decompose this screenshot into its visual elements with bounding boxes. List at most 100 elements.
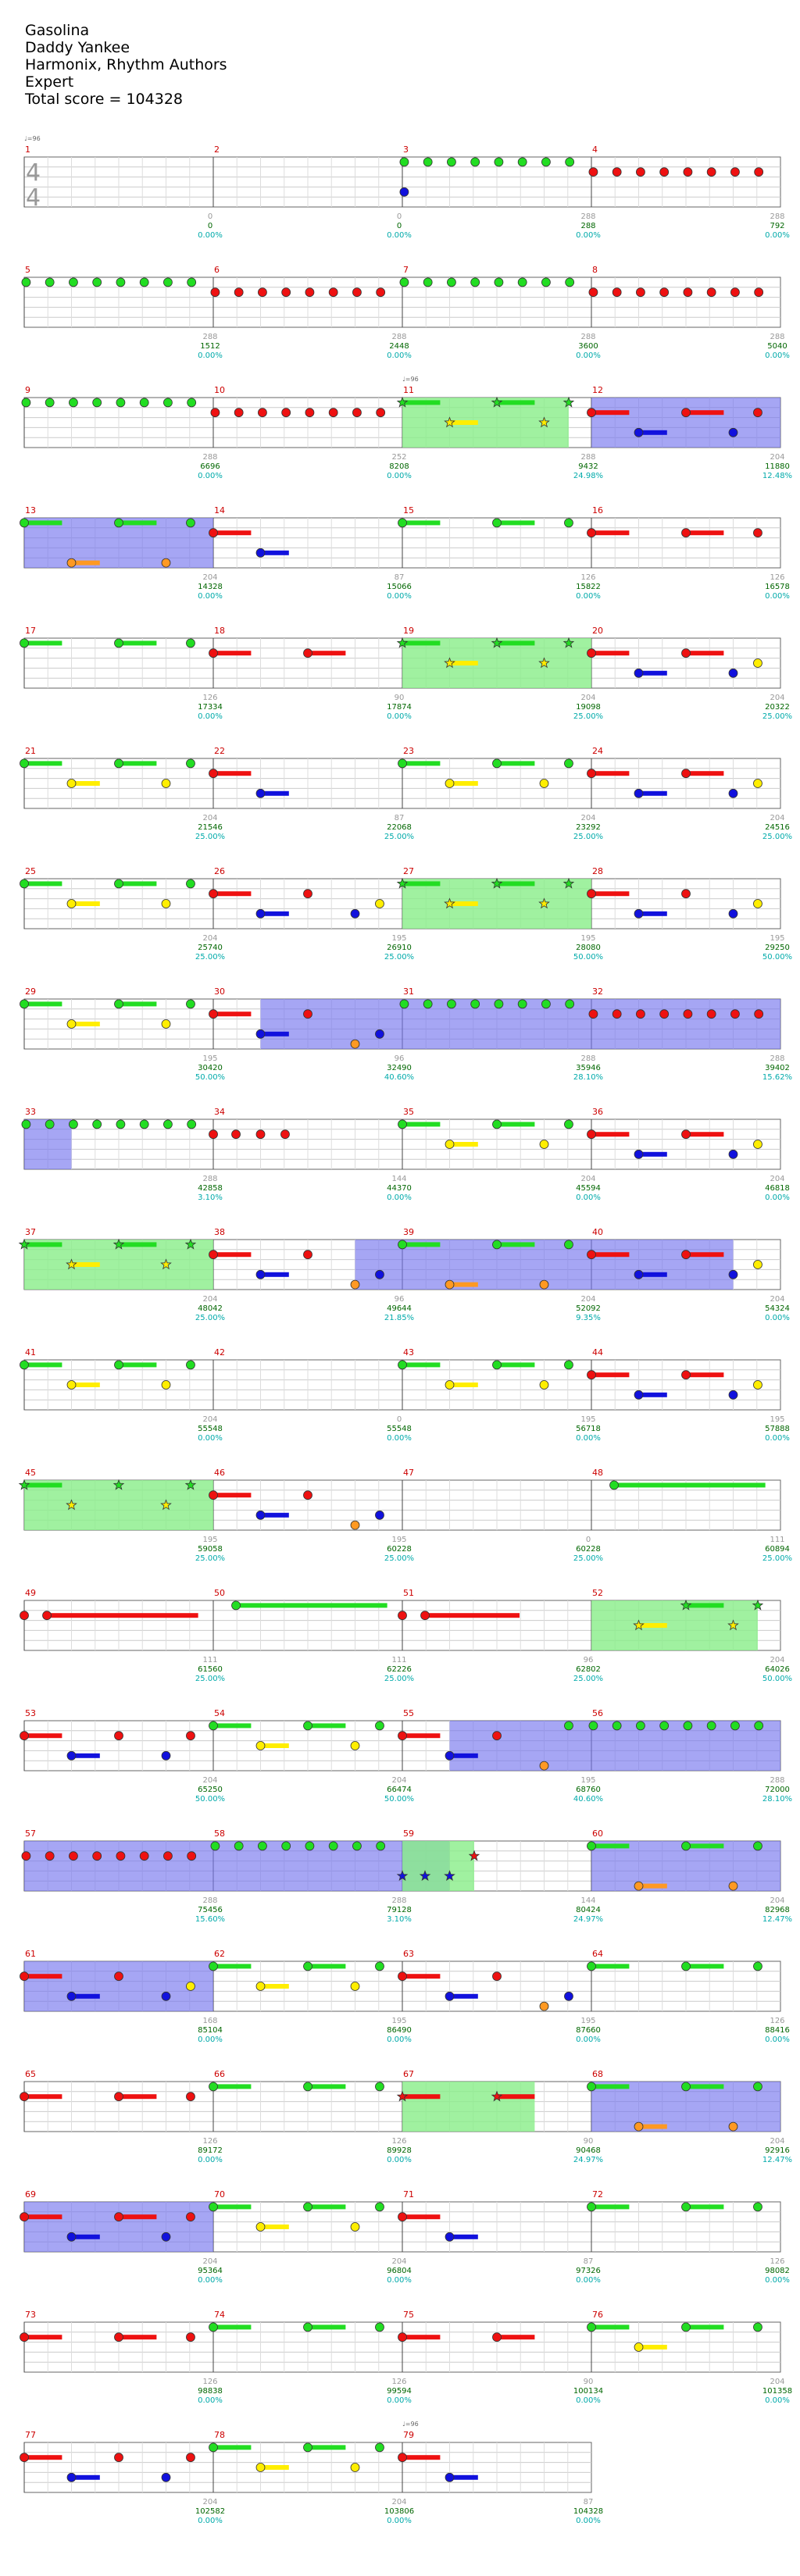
note-gem [21,1851,31,1861]
song-artist: Daddy Yankee [25,39,130,56]
note-sustain [638,2345,667,2349]
measure-number: 16 [592,505,603,516]
note-gem [20,879,29,889]
measure-number: 26 [214,866,225,876]
note-gem [186,2092,195,2102]
cumulative-score: 54324 [765,1304,790,1313]
star-note [538,897,550,909]
measure-score: 288 [770,212,784,221]
note-gem [258,408,267,418]
measure-number: 42 [214,1347,225,1358]
note-gem [398,518,407,528]
note-gem [612,167,622,177]
note-sustain [260,1984,289,1989]
note-sustain [686,1603,724,1608]
note-sustain [686,1132,724,1137]
note-gem [728,788,738,798]
overdrive-meter: 50.00% [384,1795,414,1804]
overdrive-meter: 0.00% [387,2276,412,2285]
note-sustain [686,2324,724,2330]
star-power-phrase [402,2082,535,2132]
note-gem [114,1360,123,1370]
note-gem [445,1279,455,1290]
note-gem [186,2332,195,2342]
measure-number: 52 [592,1588,603,1598]
note-gem [681,2322,691,2332]
note-gem [565,277,575,287]
overdrive-meter: 0.00% [576,2517,601,2525]
note-gem [447,277,456,287]
note-gem [399,157,409,167]
note-sustain [638,1883,667,1889]
note-gem [255,548,266,558]
measure-score: 288 [202,333,217,341]
note-gem [587,769,596,779]
note-sustain [308,1964,346,1969]
overdrive-meter: 25.00% [573,833,603,841]
note-sustain [24,520,62,526]
note-gem [564,1991,573,2001]
measure-number: 19 [403,626,414,636]
note-gem [445,2472,455,2482]
cumulative-score: 29250 [765,944,790,952]
note-gem [116,398,126,408]
note-gem [634,1881,644,1891]
cumulative-score: 61560 [198,1665,223,1674]
note-sustain [308,651,346,656]
cumulative-score: 288 [580,222,595,230]
cumulative-score: 98838 [198,2387,223,2396]
measure-score: 204 [391,2257,406,2266]
measure-number: 54 [214,1708,225,1718]
measure-number: 11 [403,385,414,395]
note-sustain [119,1001,157,1007]
note-gem [754,1009,764,1019]
star-power-phrase [24,1240,213,1290]
note-gem [753,2082,762,2092]
measure-score: 204 [770,1656,784,1664]
note-gem [209,1250,218,1260]
cumulative-score: 85104 [198,2026,223,2035]
note-gem [753,658,762,668]
star-note [18,1479,30,1490]
overdrive-meter: 25.00% [762,712,792,721]
star-note [396,396,409,408]
note-sustain [638,911,667,916]
note-gem [541,157,551,167]
note-gem [587,2202,596,2212]
note-sustain [497,1242,535,1247]
cumulative-score: 22068 [387,823,412,832]
note-gem [636,167,645,177]
note-sustain [614,1482,766,1488]
note-gem [187,1119,197,1129]
note-gem [20,638,29,648]
note-gem [753,1841,762,1851]
note-gem [280,1129,290,1140]
measure-number: 76 [592,2310,603,2320]
cumulative-score: 0 [397,222,402,230]
note-sustain [119,2335,157,2340]
tempo-mark: ♩=96 [402,2421,419,2428]
overdrive-meter: 0.00% [198,2276,223,2285]
measure-score: 204 [580,1175,595,1183]
note-sustain [402,2455,441,2460]
cumulative-score: 20322 [765,703,790,712]
cumulative-score: 55548 [198,1425,223,1433]
note-gem [753,1961,762,1971]
overdrive-meter: 0.00% [198,712,223,721]
note-gem [114,2453,123,2463]
note-gem [398,1240,407,1250]
note-sustain [213,1493,252,1498]
note-gem [659,1009,670,1019]
measure-score: 168 [202,2017,217,2025]
note-gem [754,1721,764,1731]
measure-number: 23 [403,746,414,756]
note-sustain [591,1252,630,1258]
cumulative-score: 60894 [765,1545,790,1554]
note-gem [114,999,123,1009]
note-gem [163,277,173,287]
overdrive-meter: 0.00% [765,1314,790,1322]
note-sustain [497,881,535,887]
note-gem [350,1741,360,1750]
measure-score: 288 [770,333,784,341]
overdrive-meter: 12.47% [762,1915,792,1924]
